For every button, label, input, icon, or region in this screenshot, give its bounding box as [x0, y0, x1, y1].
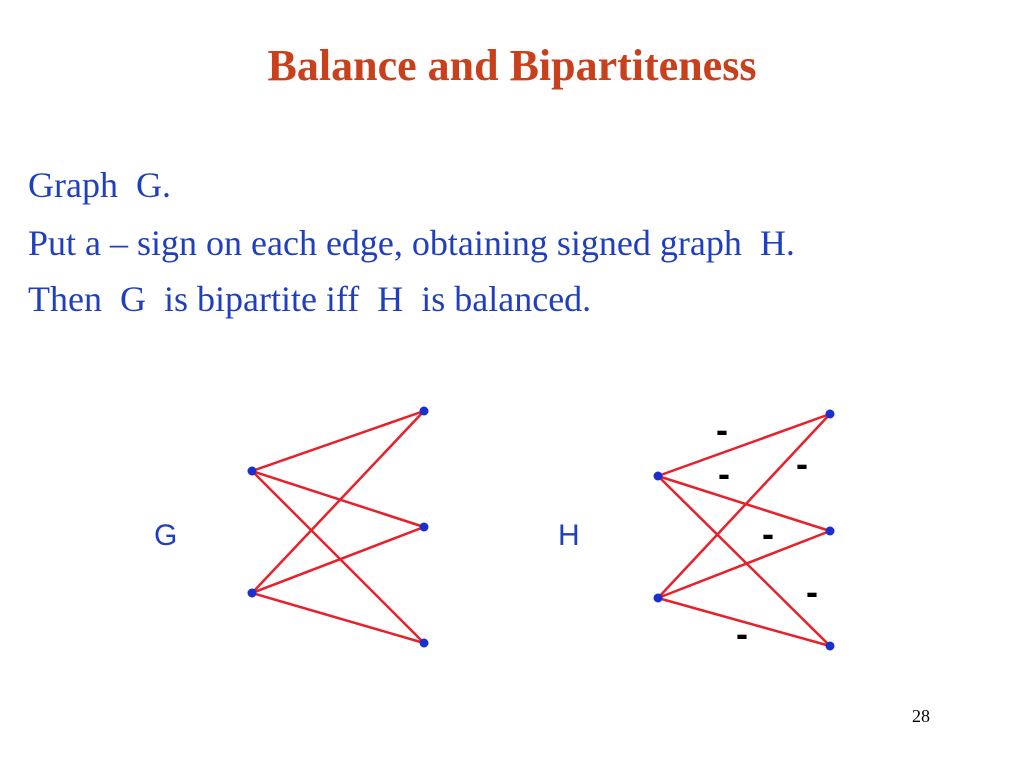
graph-g-vertex [419, 406, 429, 416]
graph-g-edge [251, 469, 425, 529]
graph-h-vertex [653, 471, 663, 481]
graph-h-vertex [825, 641, 835, 651]
edge-sign-label: - [718, 453, 730, 494]
graph-h-edge [657, 412, 831, 478]
graph-h-vertex [653, 593, 663, 603]
body-line-3: Then G is bipartite iff H is balanced. [28, 279, 592, 319]
page-number: 28 [912, 706, 930, 726]
graph-h: ------ [653, 409, 835, 654]
edge-sign-label: - [736, 613, 748, 654]
graph-g-edge [251, 409, 425, 473]
graph-h-edge [657, 413, 831, 599]
body-line-1: Graph G. [28, 165, 171, 205]
graph-g-edge [251, 525, 425, 595]
graph-g-edge [251, 591, 425, 645]
graph-g-label: G [154, 519, 178, 552]
graph-g-vertex [247, 466, 257, 476]
graph-g-vertex [419, 638, 429, 648]
graph-h-edge [657, 475, 831, 647]
graph-h-vertex [825, 526, 835, 536]
edge-sign-label: - [796, 443, 808, 484]
edge-sign-label: - [716, 409, 728, 450]
graph-h-label: H [558, 519, 580, 552]
graph-g [247, 406, 429, 648]
graph-h-edge [657, 474, 831, 533]
body-line-2: Put a – sign on each edge, obtaining sig… [28, 223, 795, 263]
graph-h-vertex [825, 409, 835, 419]
edge-sign-label: - [762, 513, 774, 554]
edge-sign-label: - [806, 571, 818, 612]
slide-title: Balance and Bipartiteness [267, 41, 757, 90]
graph-g-edge [251, 410, 425, 594]
graph-g-edge [251, 470, 425, 644]
graph-h-edge [657, 596, 831, 648]
graph-h-edge [657, 529, 831, 600]
graph-g-vertex [419, 522, 429, 532]
graph-g-vertex [247, 588, 257, 598]
